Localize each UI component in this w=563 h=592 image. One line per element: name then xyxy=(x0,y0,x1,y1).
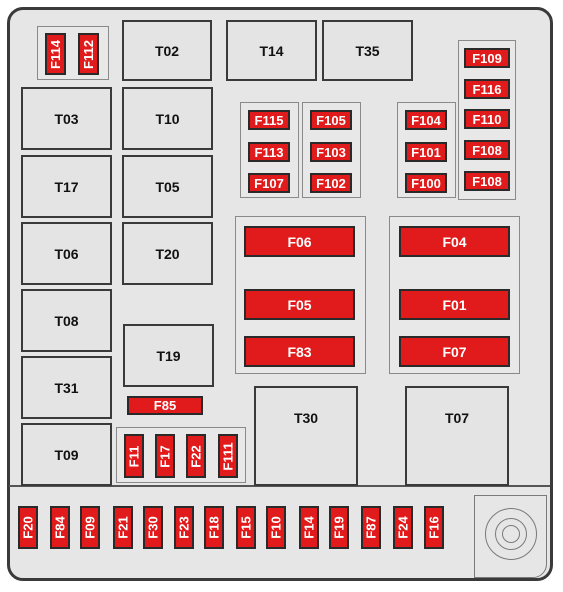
fuse-f113: F113 xyxy=(248,142,290,162)
fuse-f110: F110 xyxy=(464,109,510,129)
fuse-f115: F115 xyxy=(248,110,290,130)
fuse-f102: F102 xyxy=(310,173,352,193)
grommet-inner-ring xyxy=(495,518,527,550)
relay-t08: T08 xyxy=(21,289,112,352)
fuse-f103: F103 xyxy=(310,142,352,162)
fuse-f87-bottom: F87 xyxy=(361,506,381,549)
fuse-f05: F05 xyxy=(244,289,355,320)
cable-grommet xyxy=(474,495,547,578)
fuse-f107: F107 xyxy=(248,173,290,193)
relay-t07: T07 xyxy=(405,386,509,486)
fuse-f10-bottom: F10 xyxy=(266,506,286,549)
relay-t20: T20 xyxy=(122,222,213,285)
relay-t31: T31 xyxy=(21,356,112,419)
fuse-f111: F111 xyxy=(218,434,238,478)
relay-t17: T17 xyxy=(21,155,112,218)
relay-t09: T09 xyxy=(21,423,112,486)
bottom-row-divider xyxy=(9,485,550,487)
fuse-f114: F114 xyxy=(45,33,66,75)
relay-t19: T19 xyxy=(123,324,214,387)
fuse-f22: F22 xyxy=(186,434,206,478)
fuse-f15-bottom: F15 xyxy=(236,506,256,549)
fuse-f09-bottom: F09 xyxy=(80,506,100,549)
fuse-f100: F100 xyxy=(405,173,447,193)
relay-t35: T35 xyxy=(322,20,413,81)
fuse-f85: F85 xyxy=(127,396,203,415)
fuse-f104: F104 xyxy=(405,110,447,130)
fuse-f116: F116 xyxy=(464,79,510,99)
fuse-f105: F105 xyxy=(310,110,352,130)
fuse-f16-bottom: F16 xyxy=(424,506,444,549)
fuse-f24-bottom: F24 xyxy=(393,506,413,549)
fuse-f11: F11 xyxy=(124,434,144,478)
relay-t10: T10 xyxy=(122,87,213,150)
fuse-f19-bottom: F19 xyxy=(329,506,349,549)
fuse-f07: F07 xyxy=(399,336,510,367)
fuse-f17: F17 xyxy=(155,434,175,478)
fuse-f21-bottom: F21 xyxy=(113,506,133,549)
fuse-f83: F83 xyxy=(244,336,355,367)
fuse-f06: F06 xyxy=(244,226,355,257)
fuse-f109: F109 xyxy=(464,48,510,68)
fuse-f108-lower: F108 xyxy=(464,171,510,191)
fuse-f101: F101 xyxy=(405,142,447,162)
fuse-f84-bottom: F84 xyxy=(50,506,70,549)
relay-t03: T03 xyxy=(21,87,112,150)
fuse-f01: F01 xyxy=(399,289,510,320)
fuse-f18-bottom: F18 xyxy=(204,506,224,549)
relay-t30: T30 xyxy=(254,386,358,486)
fuse-f108-upper: F108 xyxy=(464,140,510,160)
relay-t05: T05 xyxy=(122,155,213,218)
fuse-f14-bottom: F14 xyxy=(299,506,319,549)
fuse-f23-bottom: F23 xyxy=(174,506,194,549)
fuse-f30-bottom: F30 xyxy=(143,506,163,549)
fuse-f04: F04 xyxy=(399,226,510,257)
relay-t06: T06 xyxy=(21,222,112,285)
relay-t14: T14 xyxy=(226,20,317,81)
fuse-f112: F112 xyxy=(78,33,99,75)
relay-t02: T02 xyxy=(122,20,212,81)
fuse-f20-bottom: F20 xyxy=(18,506,38,549)
grommet-center-ring xyxy=(502,525,520,543)
grommet-outer-ring xyxy=(485,508,537,560)
